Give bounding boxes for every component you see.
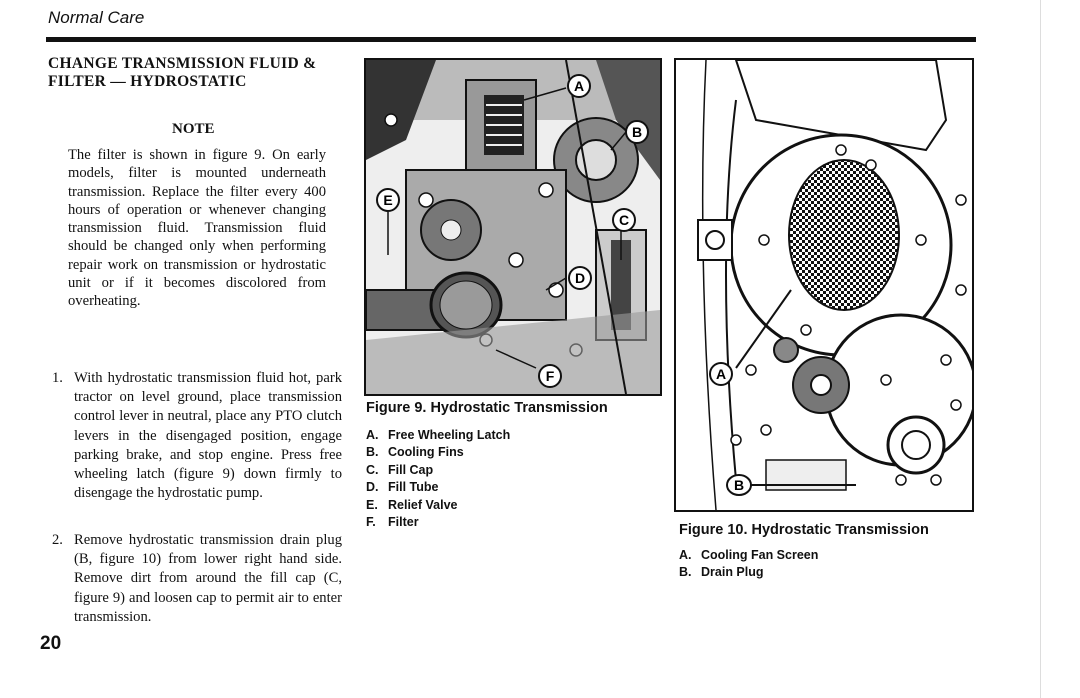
callout-e <box>376 188 400 212</box>
step-2: 2. Remove hydrostatic transmission drain… <box>52 531 344 631</box>
legend-label: Fill Tube <box>388 480 439 495</box>
figure-9-legend: A. Free Wheeling Latch B. Cooling Fins C. F… <box>366 427 510 531</box>
figure-9-caption: Figure 9. Hydrostatic Transmission <box>366 400 608 416</box>
header-rule <box>46 37 976 42</box>
callout-f <box>538 364 562 388</box>
step-text: Remove hydrostatic transmission drain pl… <box>74 532 342 625</box>
callout-f-label: F <box>546 368 555 384</box>
legend-label: Fill Cap <box>388 462 434 477</box>
callout-a-label: A <box>716 366 726 382</box>
step-number: 1. <box>52 370 63 386</box>
legend-item: E. Relief Valve <box>366 497 510 514</box>
legend-key: F. <box>366 515 376 530</box>
callout-d <box>568 266 592 290</box>
legend-item: A. Cooling Fan Screen <box>679 547 818 564</box>
callout-b-label: B <box>632 124 642 140</box>
note-title: NOTE <box>172 121 215 137</box>
legend-label: Cooling Fan Screen <box>701 548 819 562</box>
step-1: 1. With hydrostatic transmission fluid h… <box>52 369 344 519</box>
running-header: Normal Care <box>48 8 145 27</box>
figure-9-photo: A B C D E F <box>364 58 662 396</box>
callout-a-label: A <box>574 78 584 94</box>
legend-label: Drain Plug <box>701 565 764 580</box>
figure-10-caption: Figure 10. Hydrostatic Transmission <box>679 522 929 538</box>
legend-label: Relief Valve <box>388 497 458 512</box>
legend-item: F. Filter <box>366 514 510 531</box>
legend-item: D. Fill Tube <box>366 479 510 496</box>
legend-key: E. <box>366 497 378 512</box>
legend-key: B. <box>679 565 692 580</box>
legend-key: D. <box>366 480 379 495</box>
page-edge-line <box>1040 0 1041 698</box>
legend-label: Free Wheeling Latch <box>388 428 511 442</box>
legend-item: C. Fill Cap <box>366 462 510 479</box>
legend-key: C. <box>366 462 379 477</box>
legend-key: A. <box>679 548 692 562</box>
callout-a <box>567 74 591 98</box>
legend-label: Filter <box>388 515 419 530</box>
figure-10-photo: A B <box>674 58 974 512</box>
hydrostatic-transmission-illustration: A B C D E F <box>366 60 660 394</box>
legend-item: B. Drain Plug <box>679 564 818 581</box>
callout-c <box>612 208 636 232</box>
callout-b <box>625 120 649 144</box>
cooling-fan-illustration: A B <box>676 60 972 510</box>
page-number: 20 <box>40 633 62 654</box>
section-title: CHANGE TRANSMISSION FLUID & FILTER — HYD… <box>48 55 317 90</box>
legend-key: B. <box>366 445 379 460</box>
step-number: 2. <box>52 532 63 548</box>
legend-item: B. Cooling Fins <box>366 444 510 461</box>
legend-item: A. Free Wheeling Latch <box>366 427 510 444</box>
note-body: The filter is shown in figure 9. On earl… <box>68 147 326 310</box>
callout-b-label: B <box>734 477 744 493</box>
callout-a <box>709 362 733 386</box>
figure-10-legend: A. Cooling Fan Screen B. Drain Plug <box>679 547 818 582</box>
callout-e-label: E <box>383 192 392 208</box>
callout-d-label: D <box>575 270 585 286</box>
callout-c-label: C <box>619 212 629 228</box>
step-text: With hydrostatic transmission fluid hot,… <box>74 370 342 502</box>
legend-label: Cooling Fins <box>388 445 464 460</box>
legend-key: A. <box>366 428 379 442</box>
callout-b <box>726 474 752 496</box>
